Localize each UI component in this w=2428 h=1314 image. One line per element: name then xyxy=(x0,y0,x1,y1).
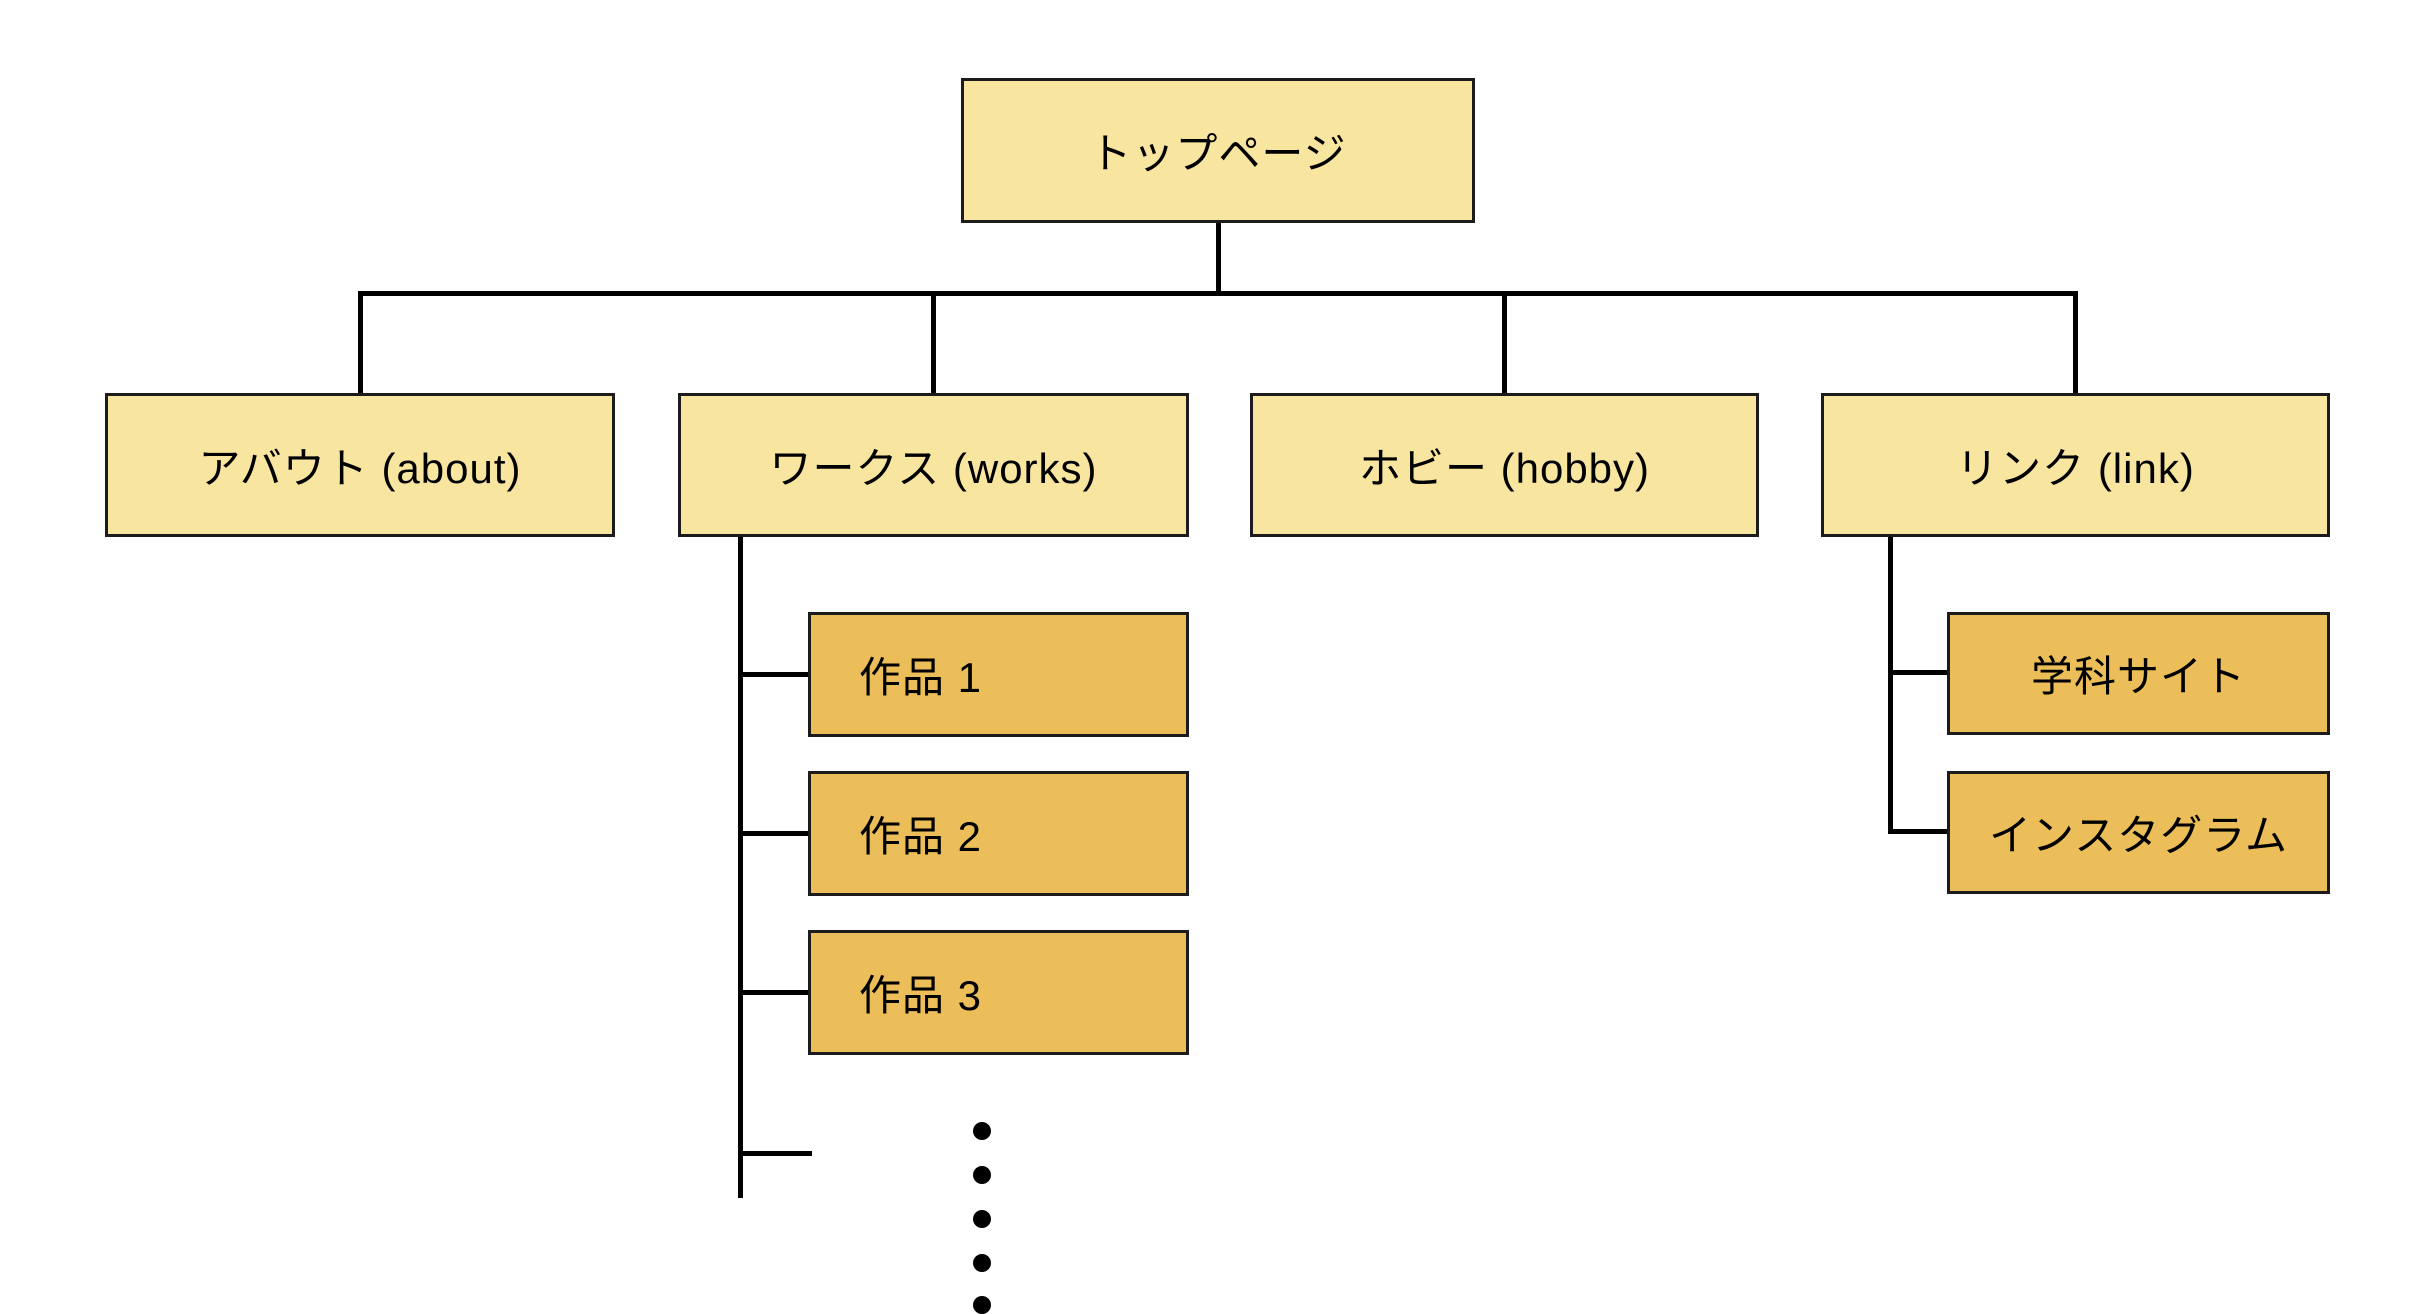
node-instagram: インスタグラム xyxy=(1947,771,2330,894)
connector-level2-rail xyxy=(358,291,2078,296)
connector-link-stub-1 xyxy=(1888,670,1947,675)
connector-works-stub-more xyxy=(738,1151,812,1156)
connector-works-stub-3 xyxy=(738,990,808,995)
node-about: アバウト (about) xyxy=(105,393,615,537)
connector-drop-link xyxy=(2073,291,2078,393)
connector-works-trunk xyxy=(738,535,743,1198)
node-work-3: 作品 3 xyxy=(808,930,1189,1055)
node-work-1: 作品 1 xyxy=(808,612,1189,737)
connector-root-riser xyxy=(1216,221,1221,294)
connector-drop-works xyxy=(931,291,936,393)
connector-link-trunk xyxy=(1888,535,1893,834)
connector-works-stub-1 xyxy=(738,672,808,677)
node-work-2: 作品 2 xyxy=(808,771,1189,896)
ellipsis-dot xyxy=(973,1122,991,1140)
ellipsis-dot xyxy=(973,1296,991,1314)
node-department-site: 学科サイト xyxy=(1947,612,2330,735)
connector-works-stub-2 xyxy=(738,831,808,836)
node-link: リンク (link) xyxy=(1821,393,2330,537)
ellipsis-dot xyxy=(973,1254,991,1272)
ellipsis-dot xyxy=(973,1166,991,1184)
node-hobby: ホビー (hobby) xyxy=(1250,393,1759,537)
connector-drop-hobby xyxy=(1502,291,1507,393)
node-top-page: トップページ xyxy=(961,78,1475,223)
ellipsis-dot xyxy=(973,1210,991,1228)
node-works: ワークス (works) xyxy=(678,393,1189,537)
connector-drop-about xyxy=(358,291,363,393)
connector-link-stub-2 xyxy=(1888,829,1947,834)
